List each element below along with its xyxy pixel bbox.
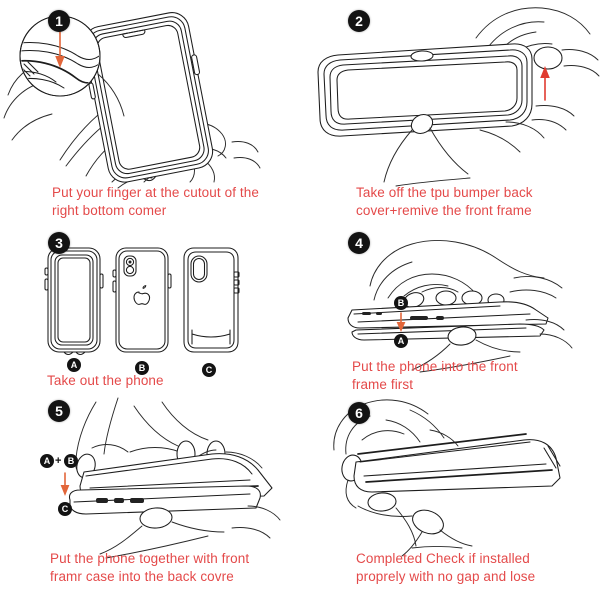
arrow-up-icon	[540, 66, 550, 101]
component-c-back-cover	[183, 247, 240, 353]
step-panel-3: 3 A B C Take out the phone	[0, 230, 300, 398]
step-badge-1: 1	[48, 10, 70, 32]
step-caption-2: Take off the tpu bumper back cover+remiv…	[356, 185, 533, 218]
annotation-operator-plus: +	[55, 455, 62, 467]
step-caption-1: Put your finger at the cutout of the rig…	[52, 185, 259, 218]
step-4-illustration	[300, 230, 600, 375]
step-badge-4: 4	[348, 232, 370, 254]
step-caption-4: Put the phone into the front frame first	[352, 359, 518, 392]
step-panel-2: 2 Take off the tpu bumper back cover+rem…	[300, 0, 600, 230]
component-label-b: B	[135, 361, 149, 375]
step-panel-1: 1 Put your finger at the cutout of the r…	[0, 0, 300, 230]
arrow-down-icon	[58, 472, 72, 498]
step-6-illustration	[300, 396, 600, 566]
annotation-label-b: B	[394, 296, 408, 310]
step-2-illustration	[300, 0, 600, 200]
component-label-a: A	[67, 358, 81, 372]
step-3-illustration	[0, 230, 300, 370]
step-badge-5: 5	[48, 400, 70, 422]
annotation-label-a: A	[40, 454, 54, 468]
step-panel-4: 4 B A Put the phone into the front frame…	[300, 230, 600, 398]
step-caption-6: Completed Check if installed proprely wi…	[356, 551, 536, 584]
step-badge-6: 6	[348, 402, 370, 424]
step-panel-6: 6 Completed Check if installed proprely …	[300, 396, 600, 600]
arrow-down-icon	[55, 31, 65, 68]
annotation-label-c: C	[58, 502, 72, 516]
component-label-c: C	[202, 363, 216, 377]
step-panel-5: 5 A + B C Put the phone together with fr…	[0, 396, 300, 600]
step-caption-3: Take out the phone	[47, 373, 164, 388]
component-b-phone-back	[112, 247, 172, 353]
arrow-down-icon	[394, 312, 408, 334]
component-a-front-frame	[44, 247, 104, 356]
step-5-illustration	[0, 396, 300, 566]
step-1-illustration	[0, 0, 300, 200]
step-caption-5: Put the phone together with front framr …	[50, 551, 250, 584]
step-badge-2: 2	[348, 10, 370, 32]
annotation-label-b: B	[64, 454, 78, 468]
step-badge-3: 3	[48, 232, 70, 254]
annotation-label-a: A	[394, 334, 408, 348]
